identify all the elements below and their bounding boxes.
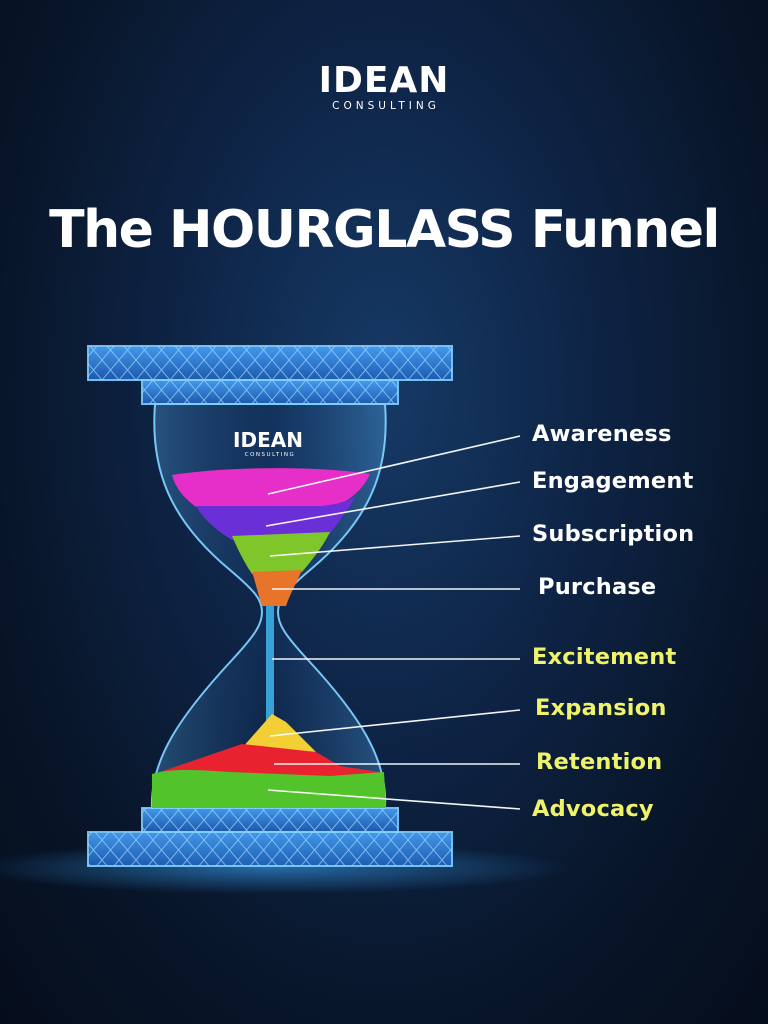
brand-logo: IDEAN CONSULTING	[0, 60, 768, 113]
brand-logo-tagline: CONSULTING	[332, 100, 440, 112]
brand-logo-name: IDEAN	[318, 60, 450, 101]
hourglass-logo-name: IDEAN	[233, 428, 303, 452]
label-subscription: Subscription	[532, 521, 695, 547]
top-frame	[87, 345, 453, 405]
hourglass-logo-tagline: CONSULTING	[245, 452, 295, 458]
label-purchase: Purchase	[538, 574, 657, 600]
bottom-frame	[87, 807, 453, 867]
leader-lines	[265, 435, 521, 810]
sand-advocacy	[152, 770, 386, 808]
label-expansion: Expansion	[535, 695, 667, 721]
leader-awareness	[267, 435, 521, 495]
page-title: The HOURGLASS Funnel	[49, 200, 720, 260]
label-excitement: Excitement	[532, 644, 677, 670]
sand-awareness	[172, 468, 370, 512]
sand-subscription	[232, 532, 330, 574]
sand-excitement	[266, 606, 274, 722]
label-awareness: Awareness	[532, 421, 672, 447]
sand-engagement	[196, 496, 356, 540]
label-engagement: Engagement	[532, 468, 694, 494]
leader-engagement	[265, 481, 521, 527]
leader-subscription	[269, 535, 521, 557]
label-advocacy: Advocacy	[532, 796, 654, 822]
leader-advocacy	[267, 789, 521, 810]
label-retention: Retention	[536, 749, 663, 775]
sand-purchase	[252, 570, 302, 606]
leader-expansion	[269, 709, 521, 737]
sand-expansion	[242, 714, 316, 752]
